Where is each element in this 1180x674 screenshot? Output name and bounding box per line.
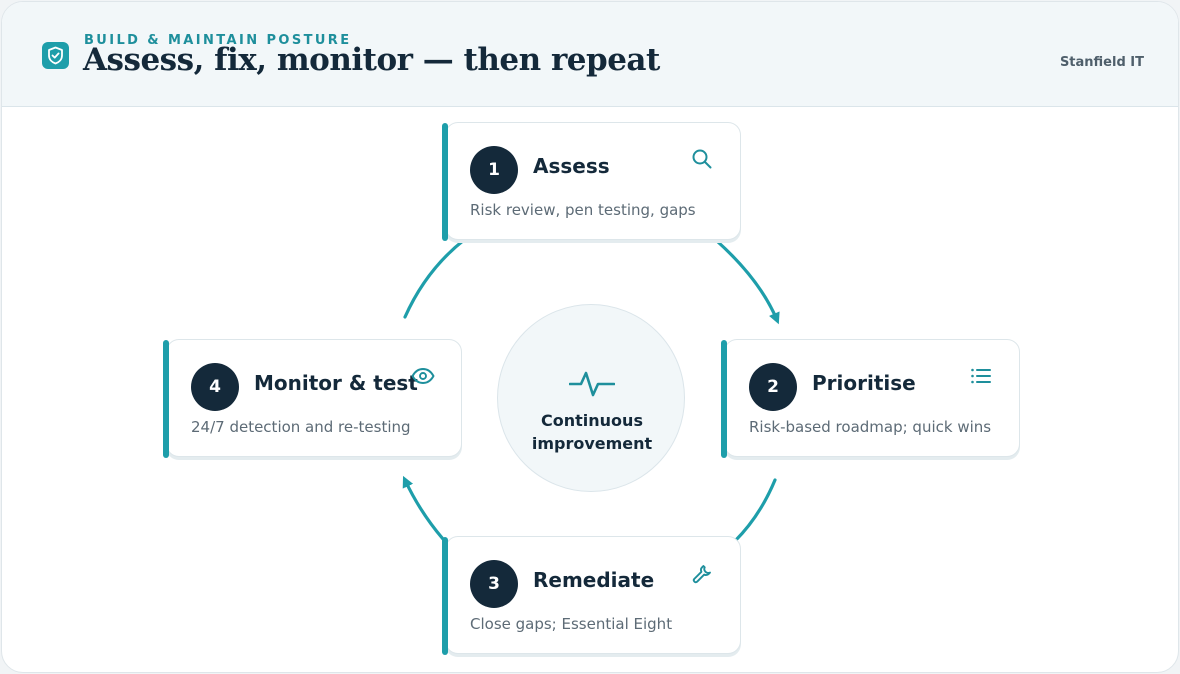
shield-check-icon — [42, 42, 69, 69]
center-label: Continuous improvement — [498, 409, 686, 455]
eye-icon — [411, 368, 435, 384]
step-description: 24/7 detection and re-testing — [191, 418, 411, 436]
step-label: Remediate — [533, 568, 655, 592]
step-card-assess: 1 Assess Risk review, pen testing, gaps — [442, 122, 741, 241]
step-card-remediate: 3 Remediate Close gaps; Essential Eight — [442, 536, 741, 655]
arc-prioritise-to-remediate — [733, 478, 777, 543]
step-number: 1 — [470, 146, 518, 194]
center-label-line1: Continuous — [541, 411, 643, 430]
wrench-icon — [692, 565, 711, 584]
step-number: 2 — [749, 363, 797, 411]
step-label: Monitor & test — [254, 371, 418, 395]
step-number: 4 — [191, 363, 239, 411]
step-label: Assess — [533, 154, 610, 178]
accent-bar — [163, 340, 169, 458]
pulse-icon — [569, 371, 615, 397]
arc-monitor-to-assess — [403, 238, 466, 319]
step-label: Prioritise — [812, 371, 916, 395]
arc-assess-to-prioritise — [716, 240, 780, 325]
accent-bar — [442, 537, 448, 655]
center-label-line2: improvement — [531, 434, 653, 453]
list-icon — [971, 368, 991, 384]
step-description: Close gaps; Essential Eight — [470, 615, 673, 633]
search-icon — [692, 149, 712, 169]
page-title: Assess, fix, monitor — then repeat — [83, 42, 660, 78]
step-description: Risk-based roadmap; quick wins — [749, 418, 992, 436]
step-card-prioritise: 2 Prioritise Risk-based roadmap; quick w… — [721, 339, 1020, 458]
accent-bar — [442, 123, 448, 241]
header: BUILD & MAINTAIN POSTURE Assess, fix, mo… — [2, 2, 1178, 107]
eyebrow-label: BUILD & MAINTAIN POSTURE — [84, 33, 352, 48]
step-description: Risk review, pen testing, gaps — [470, 201, 696, 219]
arc-remediate-to-monitor — [402, 475, 445, 541]
step-number: 3 — [470, 560, 518, 608]
accent-bar — [721, 340, 727, 458]
step-card-monitor: 4 Monitor & test 24/7 detection and re-t… — [163, 339, 462, 458]
company-name: Stanfield IT — [1059, 55, 1144, 70]
center-hub: Continuous improvement — [497, 304, 685, 492]
